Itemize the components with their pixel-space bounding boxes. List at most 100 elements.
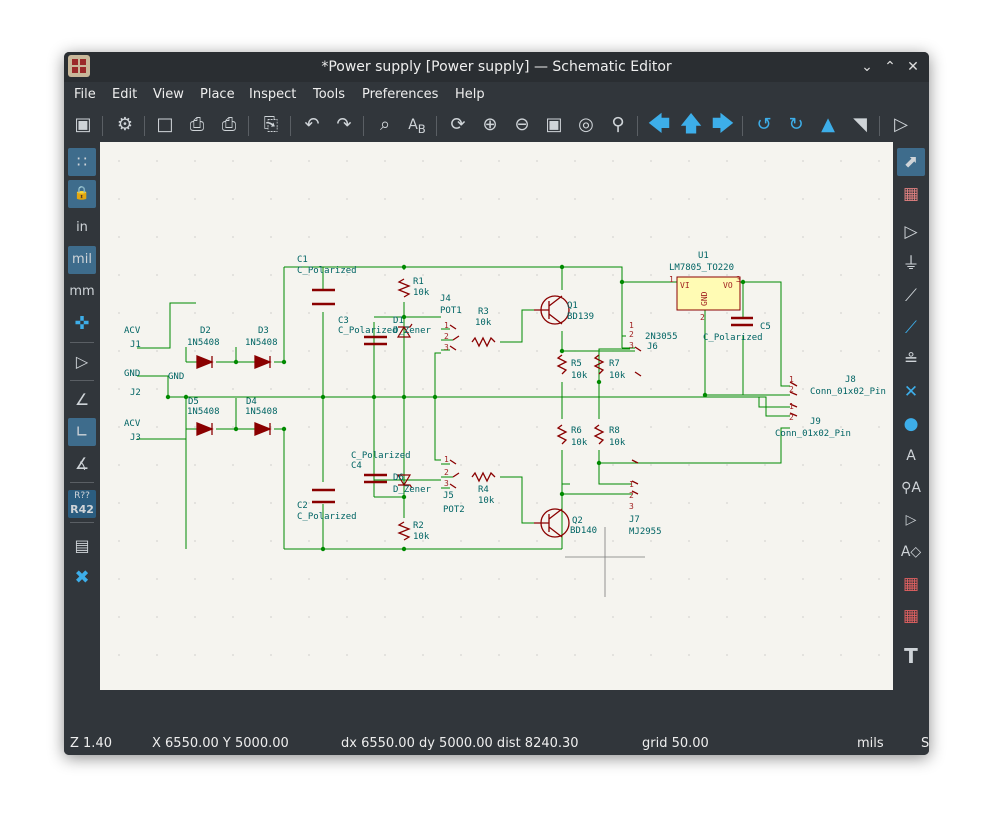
global-label-icon[interactable]: ▷ (905, 512, 917, 528)
d5-val: 1N5408 (187, 407, 220, 417)
svg-text:2: 2 (444, 468, 449, 477)
net-label-icon[interactable]: A (906, 448, 916, 464)
svg-text:2: 2 (789, 385, 794, 394)
r7-ref: R7 (609, 359, 620, 369)
j1-ref: J1 (130, 340, 141, 350)
q2-ref: Q2 (572, 516, 583, 526)
line-mode-45-icon[interactable]: ∡ (74, 454, 90, 473)
add-wire-icon[interactable]: ⟋ (905, 286, 917, 306)
add-power-icon[interactable]: ⏚ (902, 254, 920, 274)
maximize-button[interactable]: ⌃ (884, 59, 896, 75)
junction-icon[interactable]: ● (903, 414, 919, 434)
minimize-button[interactable]: ⌄ (861, 59, 873, 75)
zoom-readout: Z 1.40 (70, 736, 112, 751)
add-bus-icon[interactable]: ⟋ (905, 318, 917, 338)
refresh-icon[interactable]: ⟳ (450, 114, 466, 135)
zoom-out-icon[interactable]: ⊖ (514, 114, 530, 135)
r1-ref: R1 (413, 277, 424, 287)
acv2-label: ACV (124, 419, 141, 429)
line-mode-90-icon[interactable]: ∟ (68, 418, 96, 446)
zoom-fit-icon[interactable]: ▣ (545, 114, 563, 135)
save-icon[interactable]: ▣ (74, 114, 92, 135)
menu-help[interactable]: Help (455, 87, 485, 102)
svg-text:1: 1 (444, 455, 449, 464)
junctions (165, 264, 746, 552)
r5-val: 10k (571, 371, 588, 381)
c4-ref: C4 (351, 461, 362, 471)
zoom-objects-icon[interactable]: ◎ (578, 114, 594, 135)
plot-icon[interactable]: ⎙ (221, 114, 237, 135)
mirror-horizontal-icon[interactable]: ◥ (853, 114, 867, 135)
symbol-editor-icon[interactable]: ▷ (894, 114, 908, 135)
line-mode-free-icon[interactable]: ∠ (74, 390, 90, 409)
add-text-icon[interactable]: T (904, 644, 918, 668)
r3-ref: R3 (478, 307, 489, 317)
no-connect-icon[interactable]: ✕ (903, 382, 919, 402)
properties-tools-icon[interactable]: ✖ (74, 567, 90, 588)
mirror-vertical-icon[interactable]: ▲ (821, 114, 835, 135)
units-in-button[interactable]: in (76, 220, 88, 235)
cursor-crosshair-icon[interactable]: ✜ (74, 313, 90, 334)
schematic-canvas[interactable]: C1 C_Polarized C2 C_Polarized C3 C_Polar… (100, 142, 893, 690)
zoom-in-icon[interactable]: ⊕ (482, 114, 498, 135)
select-arrow-icon[interactable]: ⬈ (897, 148, 925, 176)
d6-ref: D6 (393, 473, 404, 483)
j9-val: Conn_01x02_Pin (775, 429, 851, 439)
top-toolbar: ▣ ⚙ □ ⎙ ⎙ ⎘ ↶ ↷ ⌕ AB ⟳ ⊕ ⊖ ▣ ◎ ⚲ 🡄 🡅 🡆 ↺… (64, 108, 929, 142)
add-symbol-icon[interactable]: ▷ (904, 222, 918, 242)
d1-ref: D1 (393, 316, 404, 326)
annotate-icon[interactable]: R??R42 (68, 490, 96, 518)
menu-place[interactable]: Place (200, 87, 235, 102)
pot1-label: POT1 (440, 306, 462, 316)
bus-entry-icon[interactable]: ≗ (903, 350, 919, 370)
close-button[interactable]: ✕ (907, 59, 919, 75)
hierarchical-label-icon[interactable]: A◇ (900, 544, 922, 560)
net-class-icon[interactable]: ⚲A (901, 480, 921, 496)
menu-preferences[interactable]: Preferences (362, 87, 439, 102)
zoom-selection-icon[interactable]: ⚲ (611, 114, 625, 135)
rotate-cw-icon[interactable]: ↻ (788, 114, 804, 135)
svg-text:1: 1 (629, 321, 634, 330)
find-icon[interactable]: ⌕ (379, 114, 391, 135)
undo-icon[interactable]: ↶ (304, 114, 320, 135)
grid-icon[interactable]: ∷ (68, 148, 96, 176)
d2-val: 1N5408 (187, 338, 220, 348)
units-mm-button[interactable]: mm (69, 284, 95, 299)
redo-icon[interactable]: ↷ (336, 114, 352, 135)
window-title: *Power supply [Power supply] — Schematic… (321, 59, 672, 75)
navigate-back-icon[interactable]: 🡄 (647, 112, 671, 137)
add-sheet-icon[interactable]: ▦ (902, 574, 920, 594)
navigate-forward-icon[interactable]: 🡆 (711, 112, 735, 137)
r6-ref: R6 (571, 426, 582, 436)
q1-ref: Q1 (567, 301, 578, 311)
svg-text:3: 3 (629, 502, 634, 511)
rotate-ccw-icon[interactable]: ↺ (756, 114, 772, 135)
svg-text:3: 3 (444, 343, 449, 352)
reference-labels: C1 C_Polarized C2 C_Polarized C3 C_Polar… (124, 251, 886, 542)
import-sheet-pin-icon[interactable]: ▦ (902, 606, 920, 626)
highlight-net-icon[interactable]: ▦ (902, 184, 920, 204)
svg-text:3: 3 (629, 341, 634, 350)
u1-val: LM7805_TO220 (669, 263, 734, 273)
svg-text:2: 2 (789, 413, 794, 422)
hidden-pins-icon[interactable]: ▷ (75, 352, 89, 371)
menu-file[interactable]: File (74, 87, 96, 102)
page-settings-icon[interactable]: □ (156, 114, 174, 135)
units-mil-button[interactable]: mil (68, 246, 96, 274)
menu-inspect[interactable]: Inspect (249, 87, 297, 102)
schematic-setup-icon[interactable]: ⚙ (116, 114, 134, 135)
find-replace-icon[interactable]: AB (408, 117, 426, 136)
gnd-label: GND (124, 369, 140, 379)
cursor-position-readout: X 6550.00 Y 5000.00 (152, 736, 289, 751)
r4-val: 10k (478, 496, 495, 506)
navigate-up-icon[interactable]: 🡅 (679, 112, 703, 137)
menu-tools[interactable]: Tools (313, 87, 346, 102)
menu-view[interactable]: View (153, 87, 184, 102)
lock-icon[interactable]: 🔒 (68, 180, 96, 208)
svg-text:3: 3 (444, 479, 449, 488)
q1-val: BD139 (567, 312, 594, 322)
hierarchy-navigator-icon[interactable]: ▤ (74, 536, 90, 555)
paste-icon[interactable]: ⎘ (263, 114, 279, 135)
menu-edit[interactable]: Edit (112, 87, 138, 102)
print-icon[interactable]: ⎙ (189, 114, 205, 135)
